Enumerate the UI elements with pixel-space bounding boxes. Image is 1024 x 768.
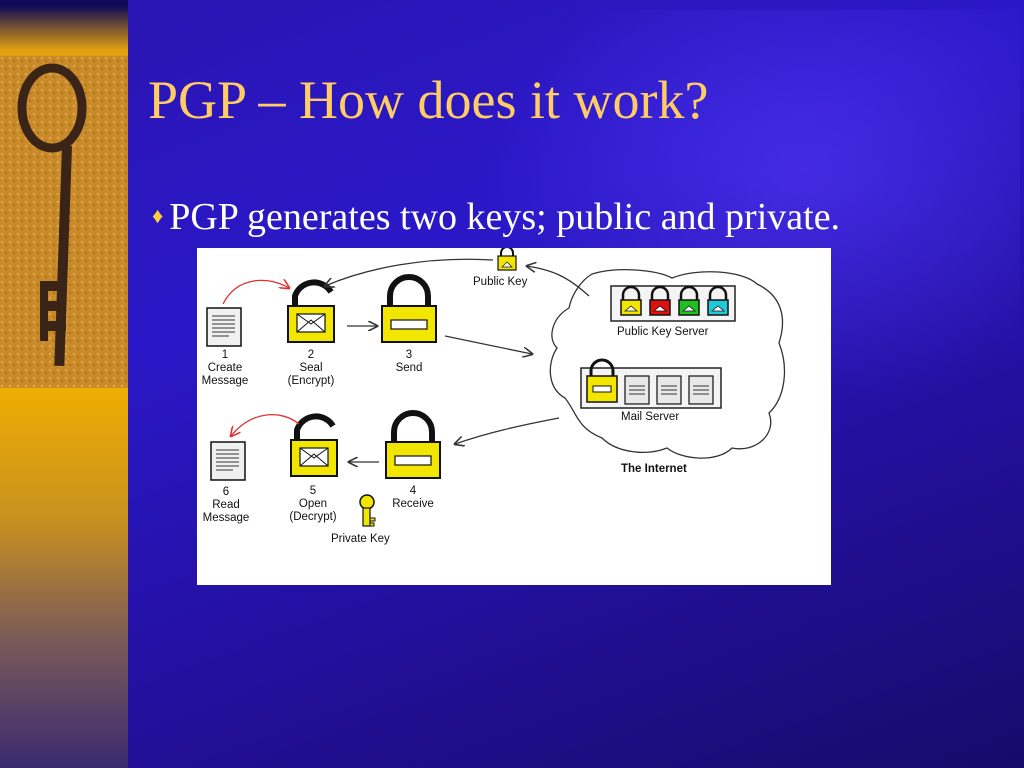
antique-key-photo — [0, 56, 128, 388]
bullet-point: ♦PGP generates two keys; public and priv… — [152, 194, 840, 239]
read-message-document-icon — [210, 441, 246, 481]
step-number: 1 — [221, 349, 229, 361]
arrow-send-to-internet — [444, 335, 532, 354]
red-arrow-create-to-seal — [222, 280, 289, 305]
pgp-diagram: Public Key Public Key Server Mail Server… — [197, 248, 831, 585]
step-1-label: 1 Create Message — [197, 349, 253, 388]
step-5-label: 5 Open (Decrypt) — [283, 485, 343, 524]
mailbox-3-icon — [688, 375, 714, 405]
step-line-1: Send — [395, 362, 423, 374]
server-lock-green-icon — [678, 285, 700, 316]
step-line-1: Seal — [299, 362, 323, 374]
side-panel — [0, 0, 128, 768]
step-6-label: 6 Read Message — [197, 486, 255, 525]
step-line-2: (Encrypt) — [287, 375, 335, 387]
internet-label: The Internet — [621, 463, 687, 475]
red-arrow-open-to-read — [231, 414, 300, 436]
arrow-public-key-to-seal — [325, 258, 494, 286]
mail-server-lock-icon — [586, 358, 618, 403]
send-lock-icon — [381, 274, 437, 343]
private-key-label: Private Key — [331, 533, 390, 545]
bullet-text: PGP generates two keys; public and priva… — [169, 196, 841, 238]
mail-server-label: Mail Server — [621, 411, 680, 423]
step-number: 5 — [309, 485, 317, 497]
step-line-1: Receive — [392, 498, 434, 510]
public-key-server-label: Public Key Server — [617, 326, 709, 338]
mailbox-1-icon — [624, 375, 650, 405]
open-decrypt-lock-icon — [290, 413, 338, 477]
internet-cloud — [549, 268, 786, 459]
mailbox-2-icon — [656, 375, 682, 405]
step-number: 6 — [222, 486, 230, 498]
public-key-lock-icon — [497, 248, 517, 271]
arrow-server-to-public-key — [527, 266, 590, 297]
diagram-graphics — [206, 248, 786, 527]
private-key-icon — [359, 494, 376, 527]
step-4-label: 4 Receive — [383, 485, 443, 511]
step-number: 2 — [307, 349, 315, 361]
step-line-2: Message — [201, 375, 249, 387]
step-line-2: (Decrypt) — [289, 511, 337, 523]
step-number: 3 — [405, 349, 413, 361]
slide-title: PGP – How does it work? — [148, 70, 709, 130]
step-line-2: Message — [202, 512, 250, 524]
step-number: 4 — [409, 485, 417, 497]
arrow-internet-to-receive — [455, 417, 560, 444]
step-2-label: 2 Seal (Encrypt) — [281, 349, 341, 388]
step-line-1: Create — [207, 362, 243, 374]
step-line-1: Read — [212, 499, 240, 511]
step-3-label: 3 Send — [379, 349, 439, 375]
bullet-marker: ♦ — [152, 203, 164, 228]
server-lock-red-icon — [649, 285, 671, 316]
public-key-label: Public Key — [473, 276, 528, 288]
create-message-document-icon — [206, 307, 242, 347]
step-line-1: Open — [298, 498, 328, 510]
receive-lock-icon — [385, 410, 441, 479]
server-lock-yellow-icon — [620, 285, 642, 316]
server-lock-cyan-icon — [707, 285, 729, 316]
seal-encrypt-lock-icon — [287, 279, 335, 343]
